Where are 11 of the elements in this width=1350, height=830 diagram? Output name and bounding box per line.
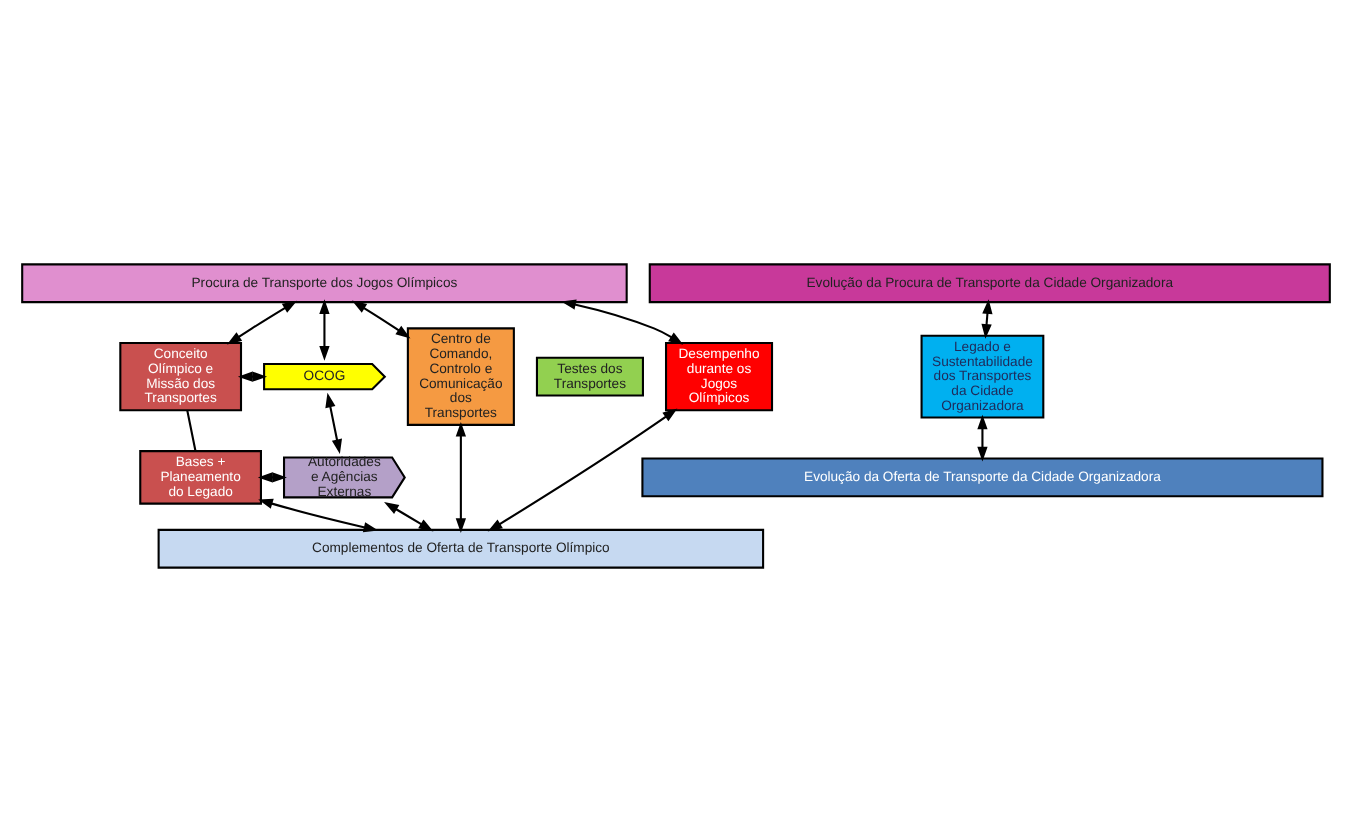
- arrow: [454, 420, 466, 532]
- arrow: [350, 299, 410, 338]
- arrow: [257, 497, 378, 532]
- arrow: [383, 501, 433, 531]
- connector: [185, 409, 196, 451]
- arrow: [225, 299, 297, 344]
- arrow: [976, 413, 987, 461]
- arrow: [318, 298, 329, 360]
- arrow: [560, 298, 683, 344]
- arrow: [324, 391, 341, 454]
- arrow: [486, 407, 677, 531]
